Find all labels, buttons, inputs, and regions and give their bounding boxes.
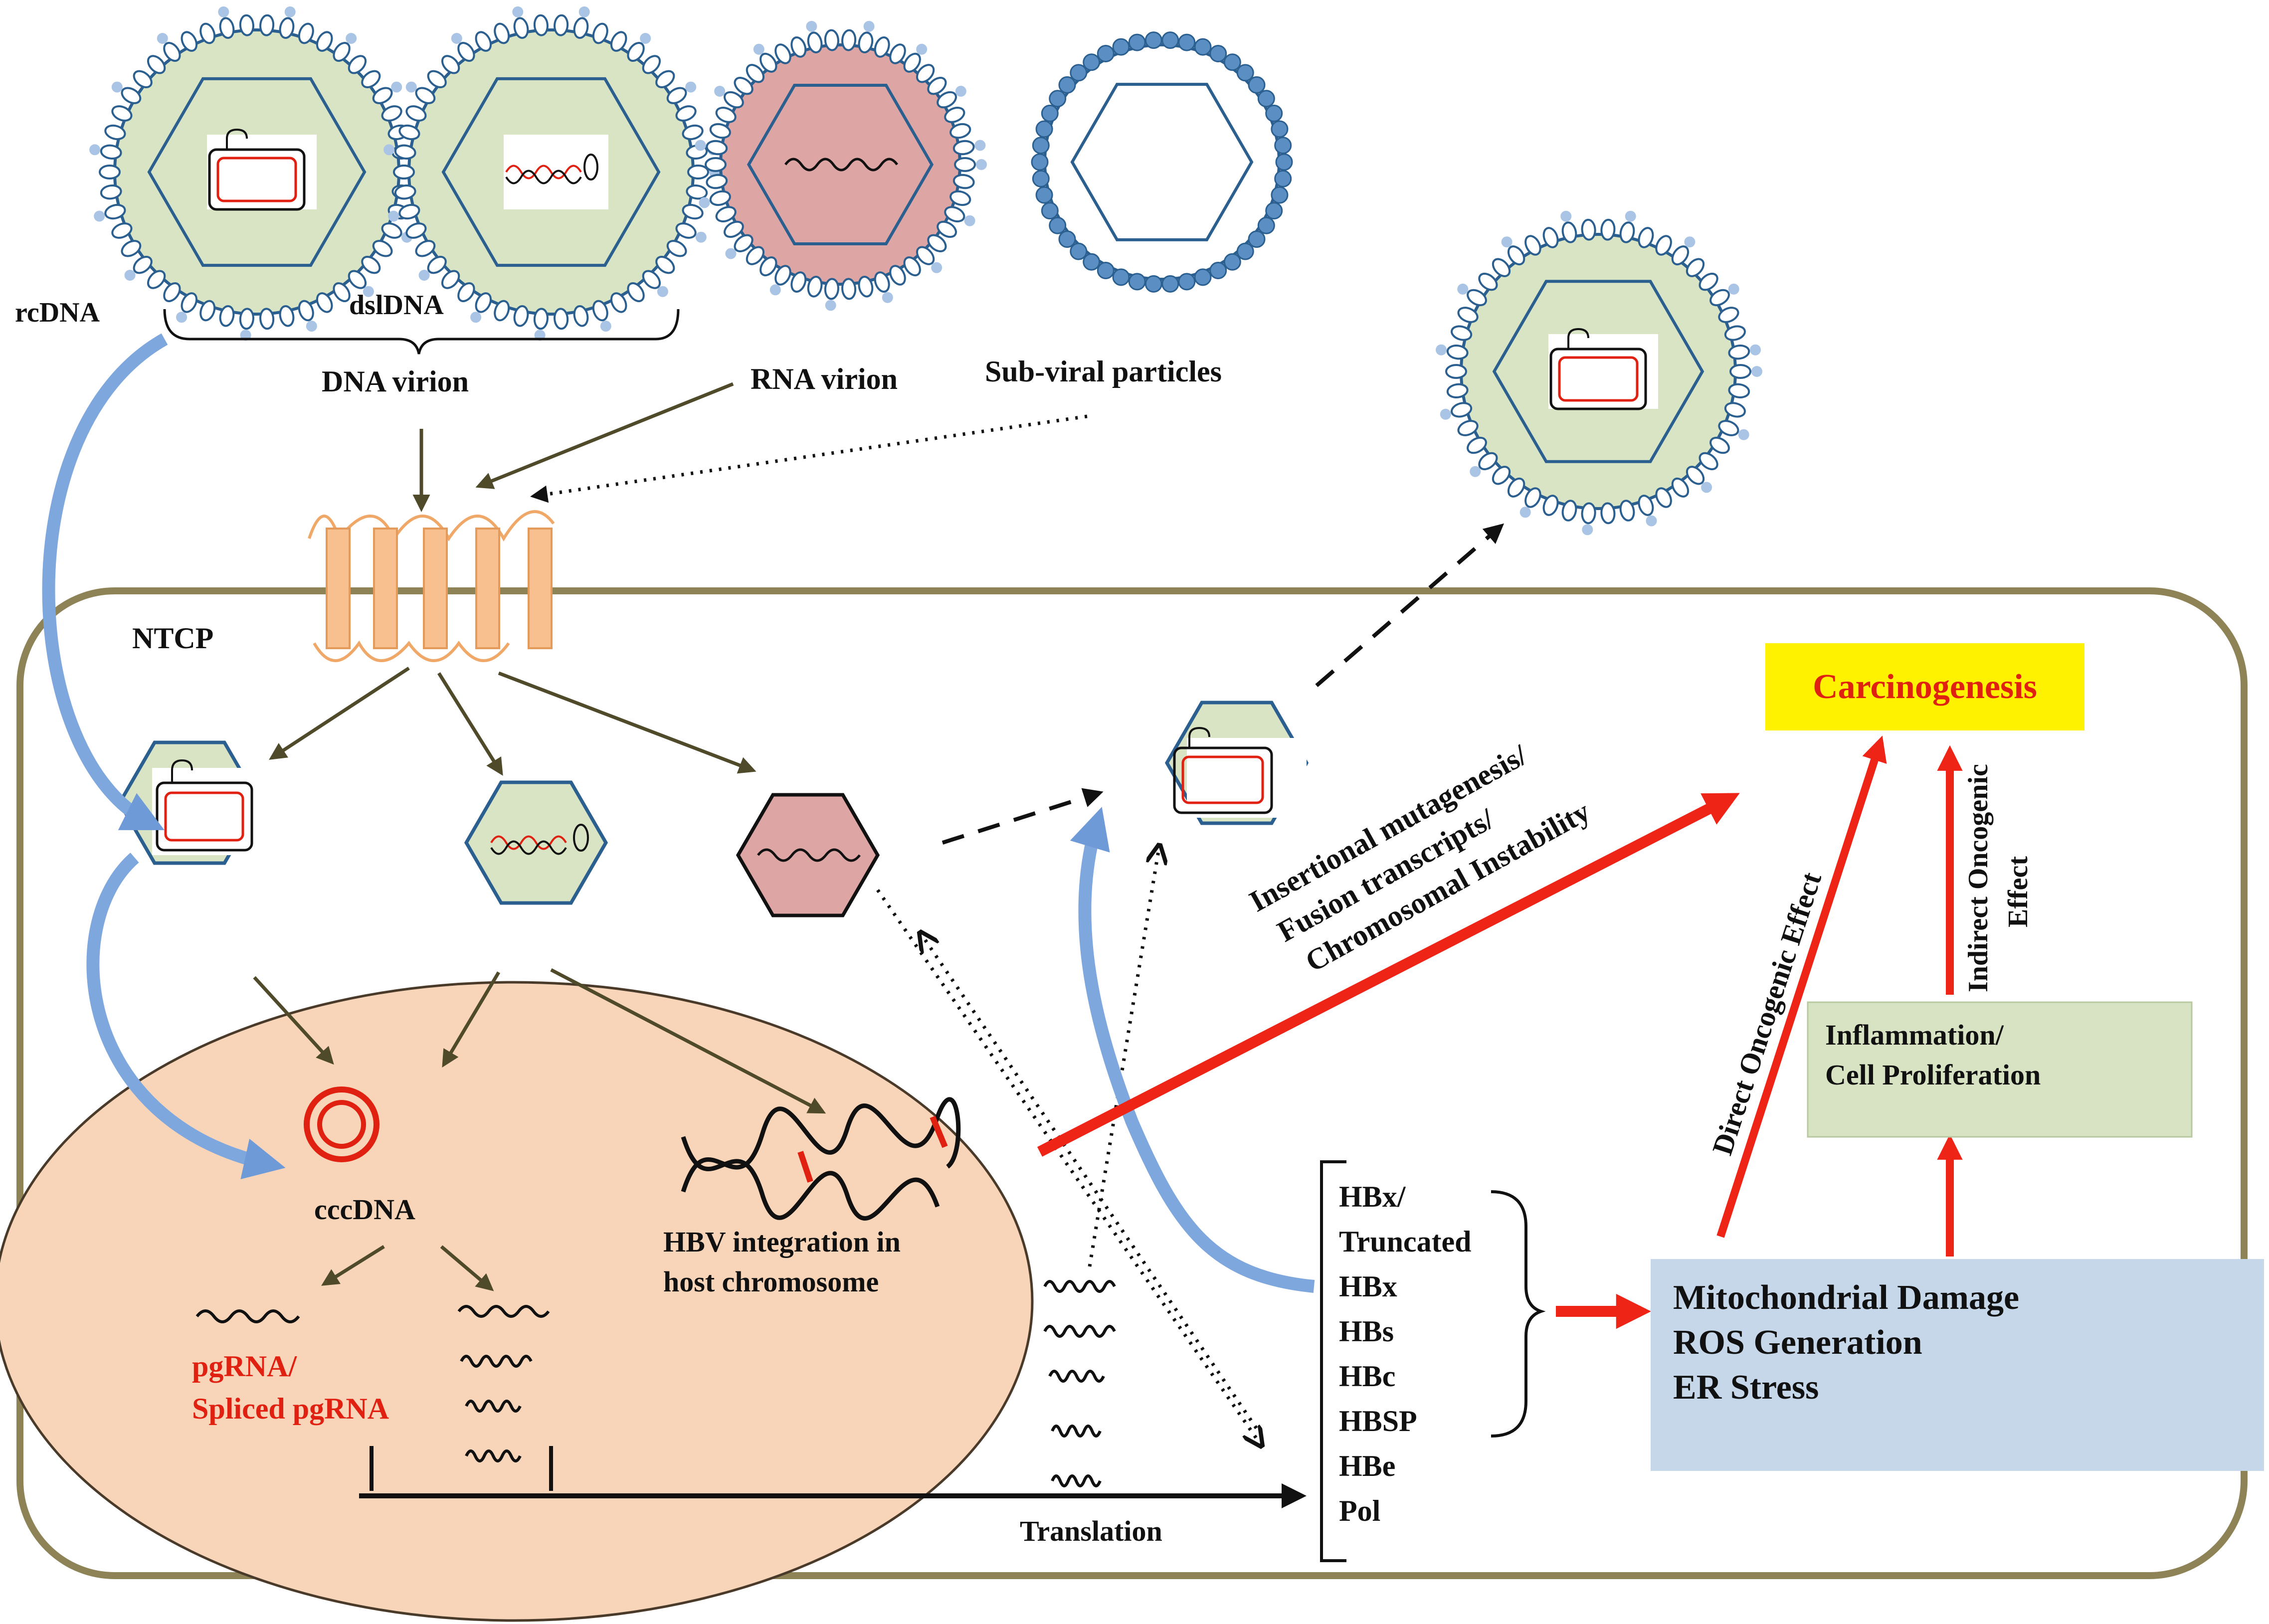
- subviral-particle: [1031, 31, 1293, 293]
- protein-bracket-right: [1491, 1190, 1546, 1438]
- subviral-dotted-arrow: [530, 414, 1088, 503]
- mito-label-line3: ER Stress: [1673, 1368, 1819, 1407]
- cccdna-circle: [304, 1086, 379, 1162]
- entry-arrows: [253, 382, 826, 1291]
- virion-release-dashed-arrow: [1315, 523, 1505, 688]
- cccdna-label: cccDNA: [314, 1193, 415, 1226]
- cytoplasm-mrnas: [1043, 1280, 1116, 1487]
- dsldna-label: dslDNA: [349, 290, 444, 321]
- mito-label-line1: Mitochondrial Damage: [1673, 1278, 2019, 1317]
- inflammation-label-line1: Inflammation/: [1825, 1019, 2004, 1051]
- pgrna-label-line2: Spliced pgRNA: [192, 1392, 389, 1425]
- ntcp-receptor: [308, 510, 555, 662]
- pgrna-label-line1: pgRNA/: [192, 1350, 297, 1383]
- mito-label-line2: ROS Generation: [1673, 1323, 1922, 1362]
- virion-dsldna: [383, 6, 720, 341]
- protein-label: Pol: [1339, 1494, 1380, 1527]
- mito-box: [1651, 1259, 2264, 1471]
- inflammation-label-line2: Cell Proliferation: [1825, 1059, 2041, 1091]
- indirect-label-line2: Effect: [2003, 856, 2034, 927]
- subviral-label: Sub-viral particles: [985, 355, 1222, 388]
- indirect-oncogenic-label: Indirect Oncogenic Effect: [1963, 764, 2034, 992]
- capsid-rna: [736, 793, 880, 917]
- hbv-integration-label-line1: HBV integration in: [663, 1226, 901, 1258]
- translation-label: Translation: [1020, 1515, 1162, 1547]
- protein-bracket-left: [1320, 1160, 1346, 1562]
- dna-virion-bracket: [163, 309, 680, 355]
- inflammation-box: [1807, 1001, 2193, 1138]
- protein-label: Truncated: [1339, 1225, 1472, 1258]
- blue-curved-arrows: [42, 333, 1315, 1293]
- protein-label: HBSP: [1339, 1405, 1417, 1438]
- hbv-integration-label-line2: host chromosome: [663, 1265, 879, 1298]
- pgrna-transcripts: [195, 1305, 550, 1462]
- protein-label: HBc: [1339, 1360, 1395, 1393]
- virion-rna: [695, 20, 987, 311]
- ntcp-label: NTCP: [132, 622, 213, 655]
- protein-label: HBx: [1339, 1270, 1397, 1303]
- rna-virion-label: RNA virion: [751, 362, 898, 395]
- capsid-mature: [1164, 701, 1309, 825]
- nucleus: [0, 981, 1034, 1622]
- rna-export-dashed-arrow: [942, 788, 1104, 845]
- capsid-rcdna: [117, 740, 272, 865]
- indirect-label-line1: Indirect Oncogenic: [1963, 764, 1994, 992]
- dotted-translation-links: [876, 845, 1262, 1446]
- translation-arrow: [359, 1446, 1307, 1508]
- protein-label: HBs: [1339, 1315, 1394, 1348]
- red-arrows: [1037, 735, 1963, 1329]
- capsid-dsldna: [464, 780, 608, 905]
- protein-label: HBe: [1339, 1449, 1395, 1482]
- carcinogenesis-label: Carcinogenesis: [1813, 668, 2037, 706]
- integrated-dna: [681, 1097, 961, 1221]
- virions-layer: [89, 6, 1762, 536]
- rcdna-label: rcDNA: [15, 297, 100, 328]
- virion-released: [1436, 210, 1762, 536]
- dna-virion-label: DNA virion: [322, 365, 469, 398]
- carcinogenesis-box: [1765, 643, 2084, 730]
- protein-label: HBx/: [1339, 1180, 1406, 1213]
